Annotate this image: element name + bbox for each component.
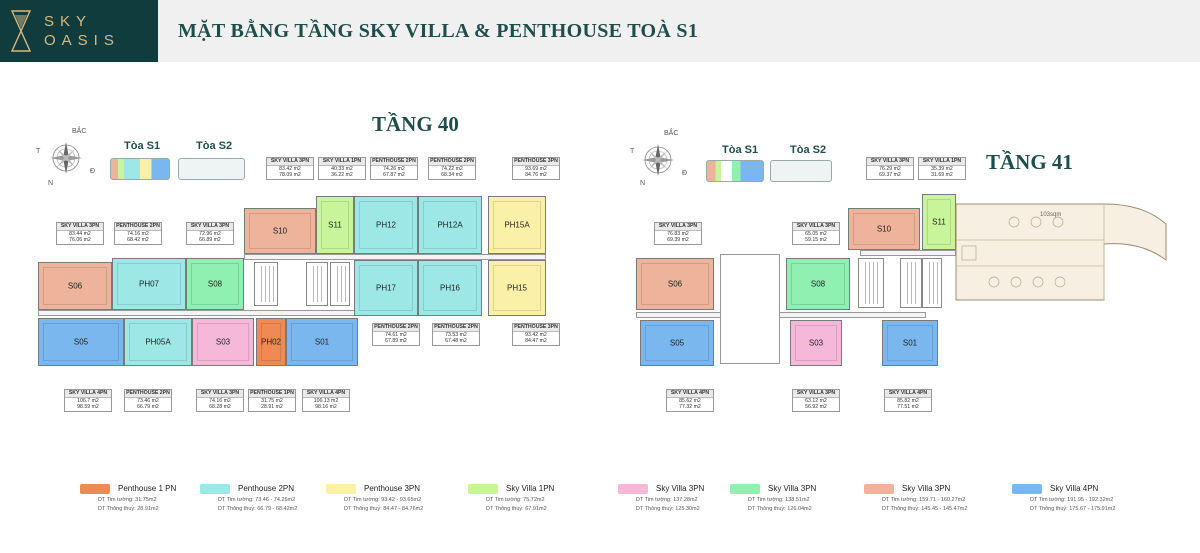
brand-logo[interactable]: SKY OASIS: [0, 0, 158, 62]
unit-block[interactable]: S08: [186, 258, 244, 310]
unit-block[interactable]: S06: [38, 262, 112, 310]
logo-hourglass-icon: [10, 10, 32, 52]
terrace-area-label: 103sqm: [1040, 212, 1062, 218]
elevator-core: [900, 258, 922, 308]
floor41-title: TẦNG 41: [986, 150, 1073, 174]
unit-block[interactable]: S11: [316, 196, 354, 254]
floor40-compass: BẮC T N Đ: [36, 128, 96, 188]
tower-s1-label: Tòa S1: [124, 140, 161, 152]
unit-block[interactable]: S01: [882, 320, 938, 366]
legend-swatch: [200, 484, 230, 494]
legend-swatch: [730, 484, 760, 494]
logo-text-line1: SKY: [44, 13, 93, 30]
elevator-core: [922, 258, 942, 308]
legend-swatch: [80, 484, 110, 494]
compass-rose-icon: [642, 144, 674, 176]
page-title: MẶT BẰNG TẦNG SKY VILLA & PENTHOUSE TOÀ …: [178, 20, 699, 42]
compass-south: N: [640, 180, 646, 187]
compass-rose-icon: [50, 142, 82, 174]
tower-s2-label: Tòa S2: [196, 140, 233, 152]
unit-block[interactable]: PH15: [488, 260, 546, 316]
unit-block[interactable]: S03: [790, 320, 842, 366]
tower-s1-thumbnail: [706, 160, 764, 182]
tower-s2-label: Tòa S2: [790, 144, 827, 156]
elevator-core: [306, 262, 328, 306]
unit-block[interactable]: S10: [848, 208, 920, 250]
compass-east: Đ: [682, 170, 688, 177]
legend-swatch: [326, 484, 356, 494]
page-header: SKY OASIS MẶT BẰNG TẦNG SKY VILLA & PENT…: [0, 0, 1200, 62]
corridor: [636, 312, 926, 318]
unit-block[interactable]: S05: [38, 318, 124, 366]
legend-swatch: [864, 484, 894, 494]
compass-west: T: [36, 148, 41, 155]
compass-south: N: [48, 180, 54, 187]
logo-text-line2: OASIS: [44, 32, 120, 49]
unit-block[interactable]: PH15A: [488, 196, 546, 254]
tower-s1-label: Tòa S1: [722, 144, 759, 156]
unit-block[interactable]: S11: [922, 194, 956, 250]
elevator-core: [330, 262, 350, 306]
unit-block[interactable]: PH12A: [418, 196, 482, 254]
tower-s1-thumbnail: [110, 158, 170, 180]
floor41-tower-keymap: Tòa S1 Tòa S2: [706, 144, 832, 186]
unit-block[interactable]: S08: [786, 258, 850, 310]
floor41-compass: BẮC T N Đ: [628, 130, 688, 190]
unit-block[interactable]: S01: [286, 318, 358, 366]
compass-north: BẮC: [664, 130, 679, 137]
unit-block[interactable]: S06: [636, 258, 714, 310]
tower-s2-thumbnail: [770, 160, 832, 182]
unit-block[interactable]: PH05A: [124, 318, 192, 366]
legend-swatch: [1012, 484, 1042, 494]
void-atrium: [720, 254, 780, 364]
stair-core: [254, 262, 278, 306]
corridor: [38, 310, 358, 316]
stair-core: [858, 258, 884, 308]
unit-block[interactable]: S10: [244, 208, 316, 254]
rooftop-terrace-plan: [955, 203, 1167, 301]
compass-north: BẮC: [72, 128, 87, 135]
unit-block[interactable]: PH07: [112, 258, 186, 310]
unit-block[interactable]: PH16: [418, 260, 482, 316]
corridor: [244, 254, 546, 260]
unit-block[interactable]: PH12: [354, 196, 418, 254]
floor40-title: TẦNG 40: [372, 112, 459, 136]
tower-s2-thumbnail: [178, 158, 245, 180]
corridor: [860, 250, 956, 256]
unit-block[interactable]: PH17: [354, 260, 418, 316]
unit-block[interactable]: PH02: [256, 318, 286, 366]
floor40-tower-keymap: Tòa S1 Tòa S2: [110, 140, 245, 186]
compass-west: T: [630, 148, 635, 155]
compass-east: Đ: [90, 168, 96, 175]
unit-block[interactable]: S05: [640, 320, 714, 366]
unit-block[interactable]: S03: [192, 318, 254, 366]
legend-swatch: [618, 484, 648, 494]
legend-swatch: [468, 484, 498, 494]
